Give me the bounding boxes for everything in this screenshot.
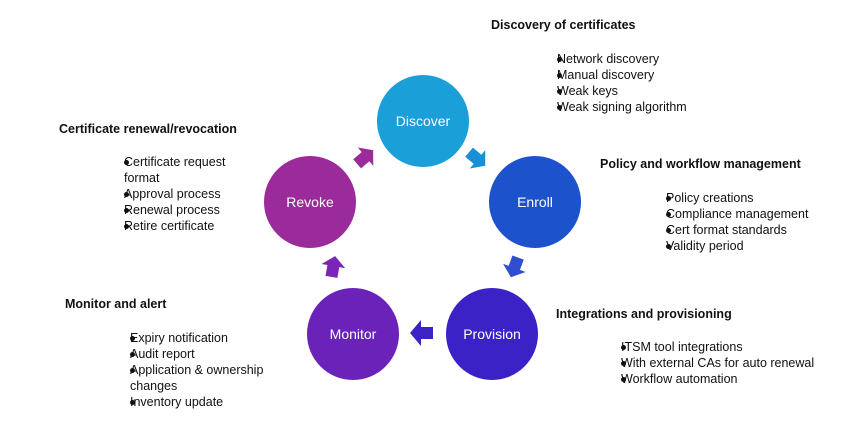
list-item: Approval process — [94, 186, 274, 202]
arrow-monitor-to-revoke — [321, 256, 346, 278]
renewal-list: Certificate request format Approval proc… — [94, 154, 274, 234]
list-item: Network discovery — [526, 51, 726, 67]
list-item: Certificate request format — [94, 154, 244, 186]
policy-title: Policy and workflow management — [600, 157, 801, 171]
arrow-revoke-to-discover — [353, 147, 374, 169]
discovery-list: Network discovery Manual discovery Weak … — [526, 51, 726, 115]
node-provision: Provision — [446, 288, 538, 380]
list-item: Inventory update — [100, 394, 290, 410]
integrations-title: Integrations and provisioning — [556, 307, 732, 321]
policy-list: Policy creations Compliance management C… — [636, 190, 836, 254]
list-item: Expiry notification — [100, 330, 290, 346]
arrow-enroll-to-provision-shape — [503, 255, 526, 278]
list-item: Validity period — [636, 238, 836, 254]
node-discover-label: Discover — [395, 113, 451, 129]
arrow-discover-to-enroll — [465, 147, 486, 169]
list-item: Renewal process — [94, 202, 274, 218]
monitor-title: Monitor and alert — [65, 297, 167, 311]
arrow-enroll-to-provision — [503, 255, 526, 278]
list-item: Workflow automation — [591, 371, 841, 387]
node-provision-label: Provision — [463, 326, 521, 342]
list-item: Weak signing algorithm — [526, 99, 726, 115]
list-item: Application & ownership changes — [100, 362, 280, 394]
node-monitor-label: Monitor — [329, 326, 377, 342]
node-enroll: Enroll — [489, 156, 581, 248]
list-item: Weak keys — [526, 83, 726, 99]
monitor-list: Expiry notification Audit report Applica… — [100, 330, 290, 410]
arrow-provision-to-monitor-shape — [410, 320, 433, 346]
list-item: Policy creations — [636, 190, 836, 206]
list-item: Manual discovery — [526, 67, 726, 83]
node-enroll-label: Enroll — [517, 194, 553, 210]
list-item: Audit report — [100, 346, 290, 362]
discovery-title: Discovery of certificates — [491, 18, 636, 32]
list-item: ITSM tool integrations — [591, 339, 841, 355]
arrow-discover-to-enroll-shape — [465, 147, 486, 169]
list-item: Compliance management — [636, 206, 836, 222]
arrow-monitor-to-revoke-shape — [321, 256, 346, 278]
renewal-title: Certificate renewal/revocation — [59, 122, 237, 136]
arrow-provision-to-monitor — [410, 320, 433, 346]
list-item: With external CAs for auto renewal — [591, 355, 841, 371]
list-item: Retire certificate — [94, 218, 274, 234]
node-revoke-label: Revoke — [286, 194, 334, 210]
integrations-list: ITSM tool integrations With external CAs… — [591, 339, 841, 387]
node-discover: Discover — [377, 75, 469, 167]
list-item: Cert format standards — [636, 222, 836, 238]
node-monitor: Monitor — [307, 288, 399, 380]
arrow-revoke-to-discover-shape — [353, 147, 374, 169]
node-revoke: Revoke — [264, 156, 356, 248]
